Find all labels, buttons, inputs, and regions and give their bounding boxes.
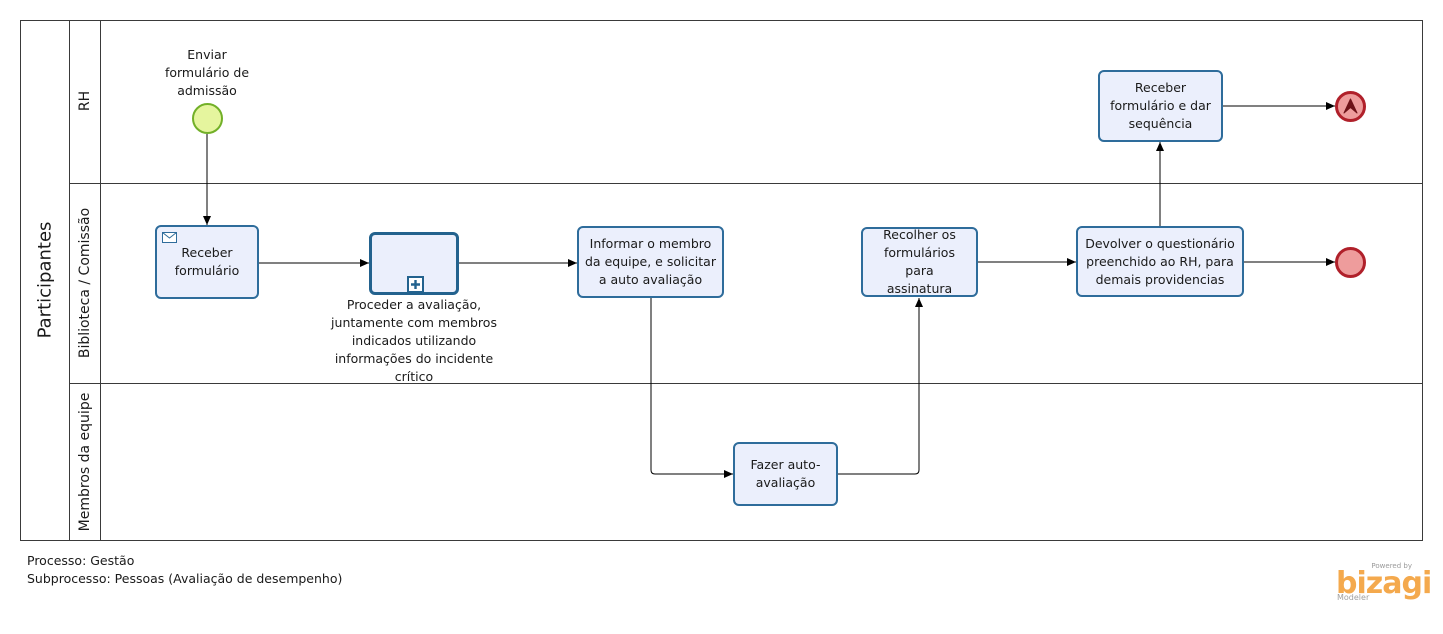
- task-label-line: avaliação: [755, 475, 816, 490]
- task-label-line: formulário: [174, 263, 240, 278]
- plus-square-icon[interactable]: [407, 276, 424, 293]
- lane-header-membros: Membros da equipe: [70, 383, 101, 541]
- logo-brand: bizagi: [1336, 566, 1432, 601]
- label-line: indicados utilizando: [351, 333, 477, 348]
- logo-product: Modeler: [1337, 593, 1370, 602]
- label-line: Proceder a avaliação,: [346, 297, 482, 312]
- task-label-line: preenchido ao RH, para: [1086, 253, 1234, 269]
- lane-divider: [70, 183, 1423, 184]
- task-label-line: Informar o membro: [589, 236, 712, 251]
- start-event-label: Enviar formulário de admissão: [145, 46, 269, 100]
- task-label-line: formulários para: [884, 245, 955, 278]
- flow-informar-to-fazer: [650, 298, 733, 478]
- label-line: Enviar: [187, 47, 227, 62]
- envelope-icon: [162, 232, 177, 243]
- label-line: juntamente com membros: [331, 315, 497, 330]
- bizagi-logo: Powered by bizagi Modeler: [1336, 560, 1432, 605]
- task-label-line: formulário e dar: [1110, 98, 1211, 113]
- pool-header: Participantes: [20, 20, 70, 541]
- subprocess-label: Proceder a avaliação, juntamente com mem…: [324, 296, 504, 386]
- task-fazer-auto-avaliacao[interactable]: Fazer auto- avaliação: [733, 442, 838, 506]
- task-label-line: da equipe, e solicitar: [585, 254, 716, 269]
- task-label-line: Receber: [181, 245, 233, 260]
- task-label-line: sequência: [1128, 116, 1193, 131]
- task-receber-formulario[interactable]: Receber formulário: [155, 225, 259, 299]
- task-label-line: Recolher os: [883, 227, 956, 242]
- escalation-arrow-icon: [1343, 98, 1358, 114]
- lane-header-rh: RH: [70, 20, 101, 183]
- label-line: crítico: [394, 369, 434, 384]
- task-label-line: assinatura: [886, 281, 953, 296]
- footer-processo: Processo: Gestão: [27, 553, 135, 568]
- end-event[interactable]: [1335, 247, 1366, 278]
- task-label-line: a auto avaliação: [598, 272, 703, 287]
- subprocess-proceder-avaliacao[interactable]: [369, 232, 459, 295]
- flow-fazer-to-recolher: [838, 298, 923, 475]
- task-label-line: demais providencias: [1095, 271, 1225, 287]
- label-line: informações do incidente: [334, 351, 494, 366]
- label-line: admissão: [177, 83, 237, 98]
- start-event[interactable]: [192, 103, 223, 134]
- task-informar-membro[interactable]: Informar o membro da equipe, e solicitar…: [577, 226, 724, 298]
- task-receber-dar-sequencia[interactable]: Receber formulário e dar sequência: [1098, 70, 1223, 142]
- task-label-line: Receber: [1134, 80, 1187, 95]
- pool-participantes: [20, 20, 1423, 541]
- task-devolver-questionario[interactable]: Devolver o questionário preenchido ao RH…: [1076, 226, 1244, 297]
- label-line: formulário de: [164, 65, 250, 80]
- lane-header-biblioteca: Biblioteca / Comissão: [70, 183, 101, 383]
- logo-powered-by: Powered by: [1371, 562, 1412, 570]
- footer-subprocesso: Subprocesso: Pessoas (Avaliação de desem…: [27, 571, 343, 586]
- task-label-line: Devolver o questionário: [1085, 235, 1235, 251]
- task-label-line: Fazer auto-: [750, 457, 821, 472]
- task-recolher-formularios[interactable]: Recolher os formulários para assinatura: [861, 227, 978, 297]
- lane-divider: [70, 383, 1423, 384]
- end-event-escalation[interactable]: [1335, 91, 1366, 122]
